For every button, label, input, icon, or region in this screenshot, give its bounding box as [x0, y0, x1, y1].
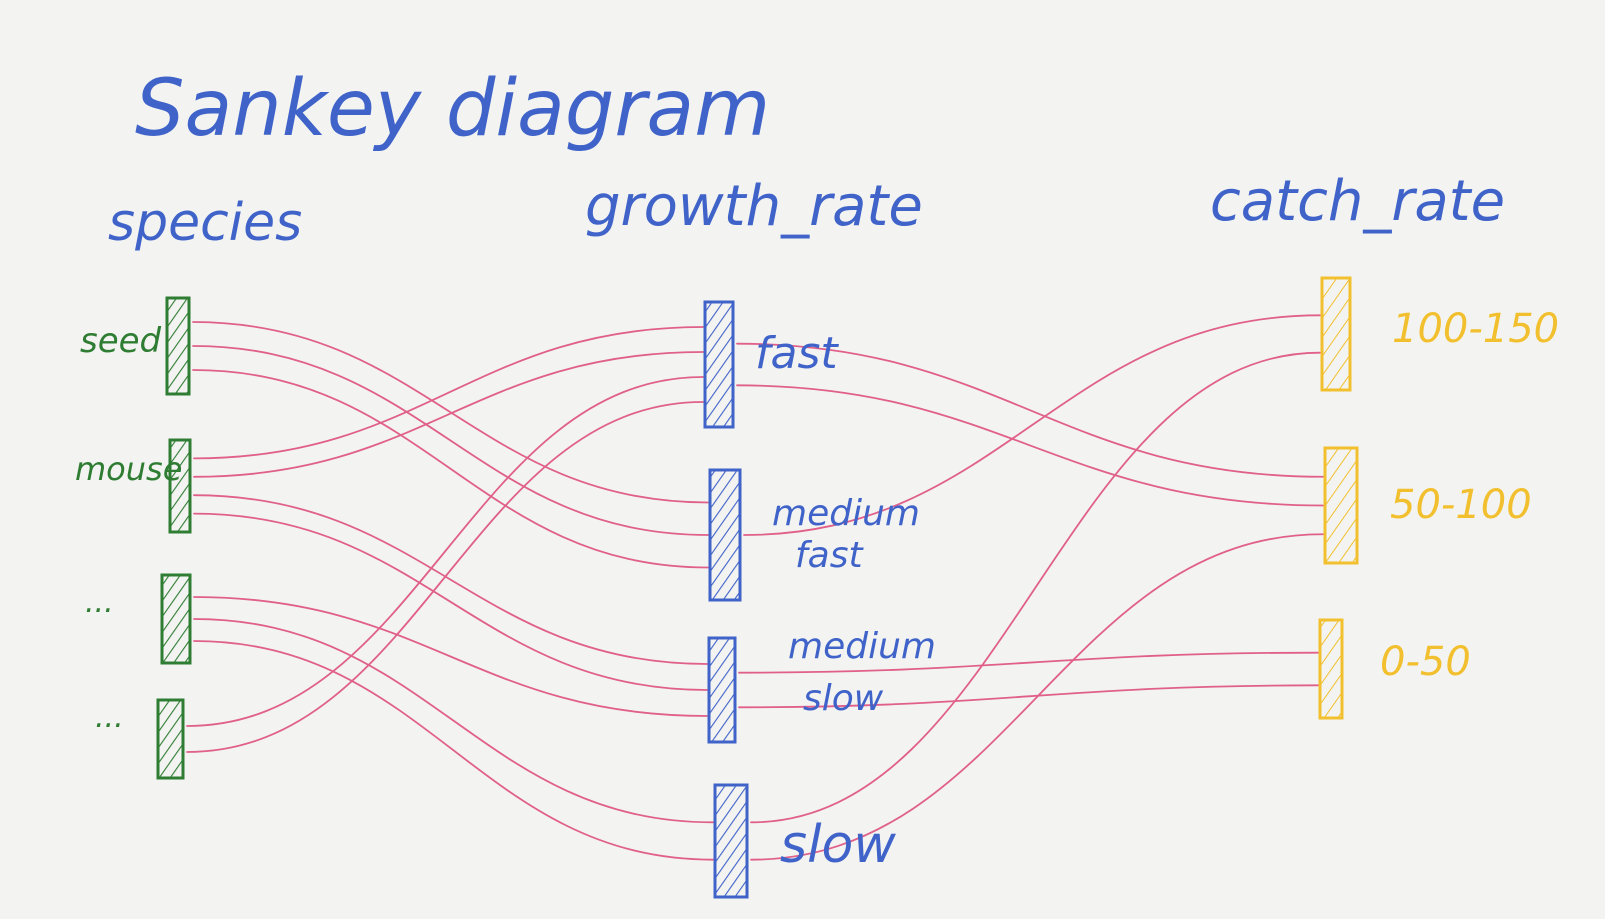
catch-rate-labels: 100-150 50-100 0-50	[1380, 306, 1559, 685]
node-bar-slow	[713, 783, 749, 899]
node-label-species-4: ...	[95, 700, 124, 735]
node-label-100-150: 100-150	[1392, 306, 1559, 352]
growth-rate-nodes	[703, 300, 749, 899]
flow-link	[193, 512, 708, 691]
flow-link	[186, 376, 704, 727]
node-label-medium-fast-line2: fast	[795, 535, 864, 576]
node-label-medium-fast: medium fast	[772, 493, 931, 576]
flow-link	[738, 651, 1319, 674]
node-bar-50-100	[1323, 446, 1359, 565]
flow-link	[750, 351, 1321, 824]
flow-link	[192, 369, 709, 569]
flow-link	[186, 401, 704, 753]
flow-link	[193, 618, 714, 824]
node-label-medium-slow-line1: medium	[788, 626, 936, 667]
link-group	[186, 314, 1324, 861]
node-bar-mouse	[168, 438, 192, 534]
flow-link	[192, 321, 709, 504]
growth-rate-labels: fast medium fast medium slow slow	[755, 328, 947, 875]
node-label-0-50: 0-50	[1380, 639, 1471, 685]
flow-link	[736, 342, 1324, 478]
node-bar-100-150	[1320, 276, 1352, 392]
node-label-species-3: ...	[85, 585, 114, 620]
node-label-medium-slow: medium slow	[788, 626, 947, 719]
flow-link	[736, 384, 1324, 507]
flow-link	[750, 533, 1324, 861]
flow-link	[738, 684, 1319, 709]
diagram-title: Sankey diagram	[135, 64, 770, 154]
node-label-medium-fast-line1: medium	[772, 493, 920, 534]
node-bar-species-4	[156, 698, 185, 780]
flow-link	[193, 596, 708, 717]
column-header-growth-rate: growth_rate	[585, 174, 923, 239]
catch-rate-nodes	[1318, 276, 1359, 720]
flow-link	[193, 351, 704, 478]
flow-link	[193, 640, 714, 861]
node-label-seed: seed	[80, 321, 162, 361]
node-bar-0-50	[1318, 618, 1344, 720]
flow-link	[743, 314, 1321, 536]
column-header-species: species	[108, 193, 302, 253]
node-bar-medium-slow	[707, 636, 737, 744]
column-header-catch-rate: catch_rate	[1210, 169, 1505, 234]
flow-link	[192, 345, 709, 536]
node-label-slow: slow	[780, 815, 896, 875]
flow-link	[193, 326, 704, 460]
node-bar-medium-fast	[708, 468, 742, 602]
node-bar-species-3	[160, 573, 192, 665]
species-nodes	[156, 296, 192, 780]
species-labels: seed mouse ... ...	[75, 321, 182, 735]
node-label-fast: fast	[755, 328, 839, 379]
node-bar-seed	[165, 296, 191, 396]
node-label-medium-slow-line2: slow	[803, 678, 884, 719]
node-bar-fast	[703, 300, 735, 429]
flow-link	[193, 494, 708, 665]
node-label-mouse: mouse	[75, 450, 182, 488]
node-label-50-100: 50-100	[1390, 482, 1532, 528]
